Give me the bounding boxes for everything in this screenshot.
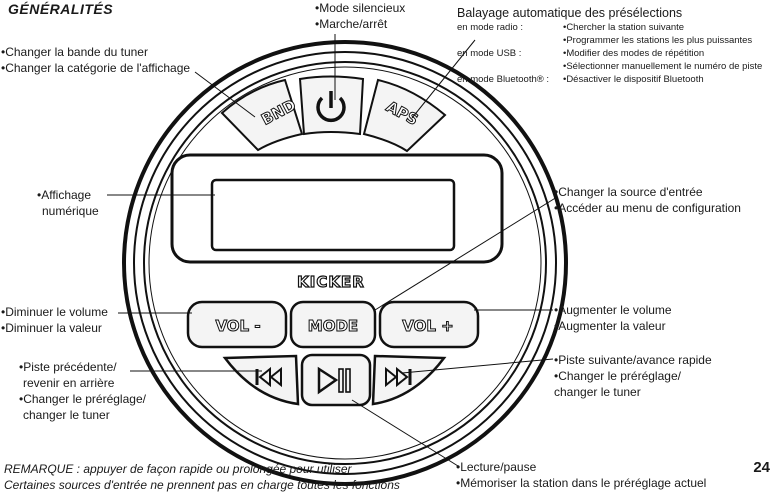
remark-line-2: Certaines sources d'entrée ne prennent p… [4, 478, 400, 492]
mode-button[interactable] [289, 300, 377, 349]
power-icon [316, 91, 346, 123]
skip-back-icon [255, 366, 282, 388]
vol-down-label: VOL - [215, 317, 260, 335]
band-button[interactable] [220, 78, 304, 152]
play-callout-line-2: •Mémoriser la station dans le préréglage… [456, 476, 707, 490]
mode-callout-line-2: •Accéder au menu de configuration [554, 201, 741, 215]
vol-up-callout-line-2: •Augmenter la valeur [554, 319, 666, 333]
mode-callout-line-1: •Changer la source d'entrée [554, 185, 703, 199]
brand-logo: KICKER [297, 273, 365, 291]
page-title: GÉNÉRALITÉS [8, 1, 114, 17]
aps-callout-title: Balayage automatique des présélections [457, 6, 683, 20]
mode-label: MODE [308, 317, 358, 335]
aps-mode-radio: en mode radio : [457, 22, 524, 33]
aps-action-3: •Modifier des modes de répétition [563, 48, 705, 59]
display-callout-line-2: numérique [42, 204, 99, 218]
band-callout-line-1: •Changer la bande du tuner [1, 45, 148, 59]
aps-action-1: •Chercher la station suivante [563, 22, 685, 33]
display-callout-line-1: •Affichage [37, 188, 92, 202]
power-callout-line-1: •Mode silencieux [315, 1, 406, 15]
leader-lines [107, 34, 558, 467]
aps-action-4: •Sélectionner manuellement le numéro de … [563, 61, 763, 72]
play-callout-line-1: •Lecture/pause [456, 460, 537, 474]
prev-callout-line-3: •Changer le préréglage/ [19, 392, 146, 406]
vol-up-button[interactable] [378, 300, 480, 349]
vol-up-label: VOL + [402, 317, 453, 335]
aps-button[interactable] [362, 78, 447, 153]
aps-action-2: •Programmer les stations les plus puissa… [563, 35, 753, 46]
play-pause-icon [317, 366, 351, 395]
lcd-display [210, 178, 456, 252]
power-callout-line-2: •Marche/arrêt [315, 17, 388, 31]
aps-mode-bluetooth: en mode Bluetooth® : [457, 74, 550, 85]
vol-up-callout-line-1: •Augmenter le volume [554, 303, 672, 317]
aps-mode-usb: en mode USB : [457, 48, 522, 59]
next-callout-line-3: changer le tuner [554, 385, 641, 399]
band-callout-line-2: •Changer la catégorie de l'affichage [1, 61, 191, 75]
page-number: 24 [753, 459, 770, 476]
next-callout-line-2: •Changer le préréglage/ [554, 369, 681, 383]
remark-line-1: REMARQUE : appuyer de façon rapide ou pr… [4, 462, 352, 476]
vol-down-button[interactable] [186, 300, 288, 349]
prev-callout-line-1: •Piste précédente/ [19, 360, 117, 374]
vol-down-callout-line-2: •Diminuer la valeur [1, 321, 102, 335]
prev-callout-line-4: changer le tuner [23, 408, 110, 422]
vol-down-callout-line-1: •Diminuer le volume [1, 305, 108, 319]
next-callout-line-1: •Piste suivante/avance rapide [554, 353, 712, 367]
prev-button[interactable] [222, 354, 300, 406]
prev-callout-line-2: revenir en arrière [23, 376, 115, 390]
aps-action-5: •Désactiver le dispositif Bluetooth [563, 74, 704, 85]
